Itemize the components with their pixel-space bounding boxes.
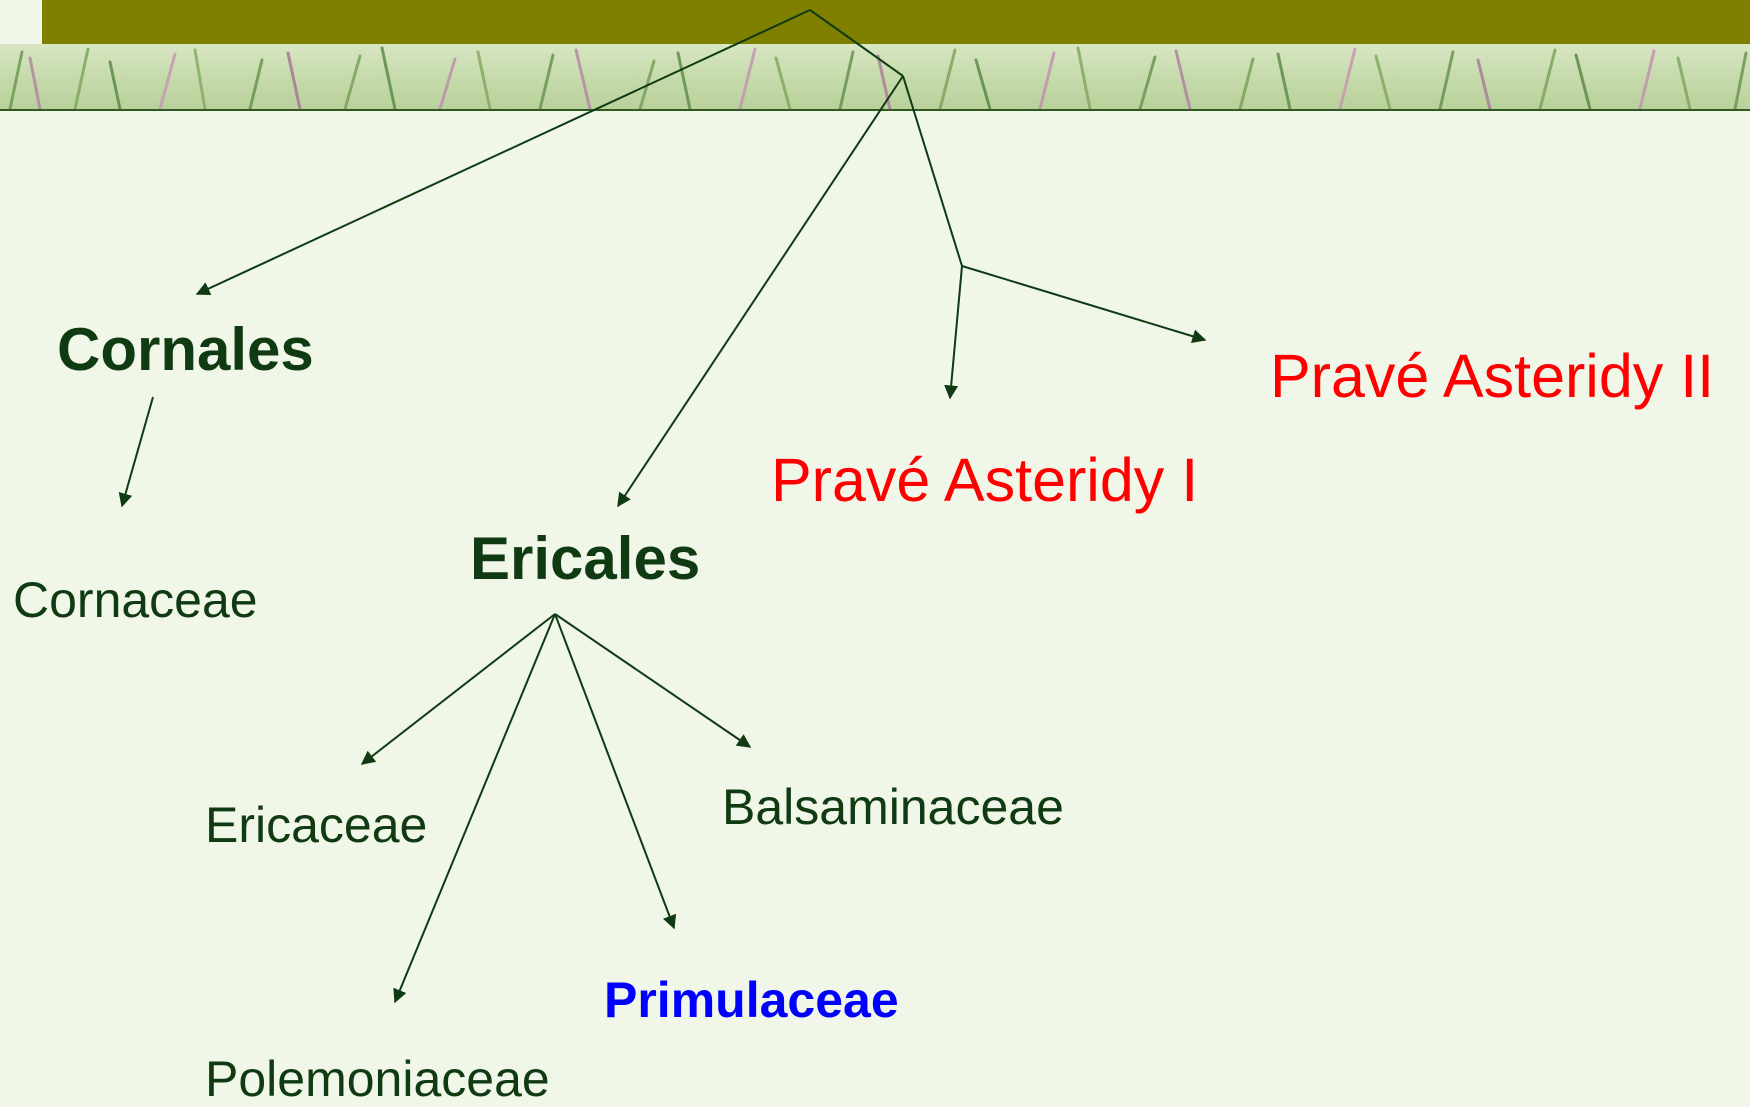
edge-to-prave-asteridy-1 [944, 265, 963, 400]
node-balsaminaceae: Balsaminaceae [722, 779, 1064, 835]
edge-root-to-node [809, 9, 904, 77]
grass-pattern [8, 46, 1748, 109]
node-cornales: Cornales [57, 316, 314, 383]
edge-ericales-to-polemoniaceae [393, 613, 556, 1004]
node-cornaceae: Cornaceae [13, 572, 258, 628]
node-primulaceae: Primulaceae [604, 972, 899, 1028]
edge-ericales-to-ericaceae [360, 613, 556, 765]
edge-node-to-ericales [617, 75, 904, 508]
edge-root-to-cornales [195, 9, 811, 296]
edge-cornales-to-cornaceae [118, 396, 154, 508]
header-bar [42, 0, 1750, 44]
node-ericales: Ericales [470, 525, 701, 592]
edge-ericales-to-balsaminaceae [554, 613, 752, 748]
edge-node-to-asterid-node [902, 75, 963, 267]
node-ericaceae: Ericaceae [205, 797, 428, 853]
node-prave-asteridy-1: Pravé Asteridy I [771, 446, 1199, 514]
edge-to-prave-asteridy-2 [961, 265, 1207, 344]
edge-ericales-to-primulaceae [554, 613, 677, 930]
node-polemoniaceae: Polemoniaceae [205, 1051, 550, 1107]
node-prave-asteridy-2: Pravé Asteridy II [1270, 342, 1715, 410]
